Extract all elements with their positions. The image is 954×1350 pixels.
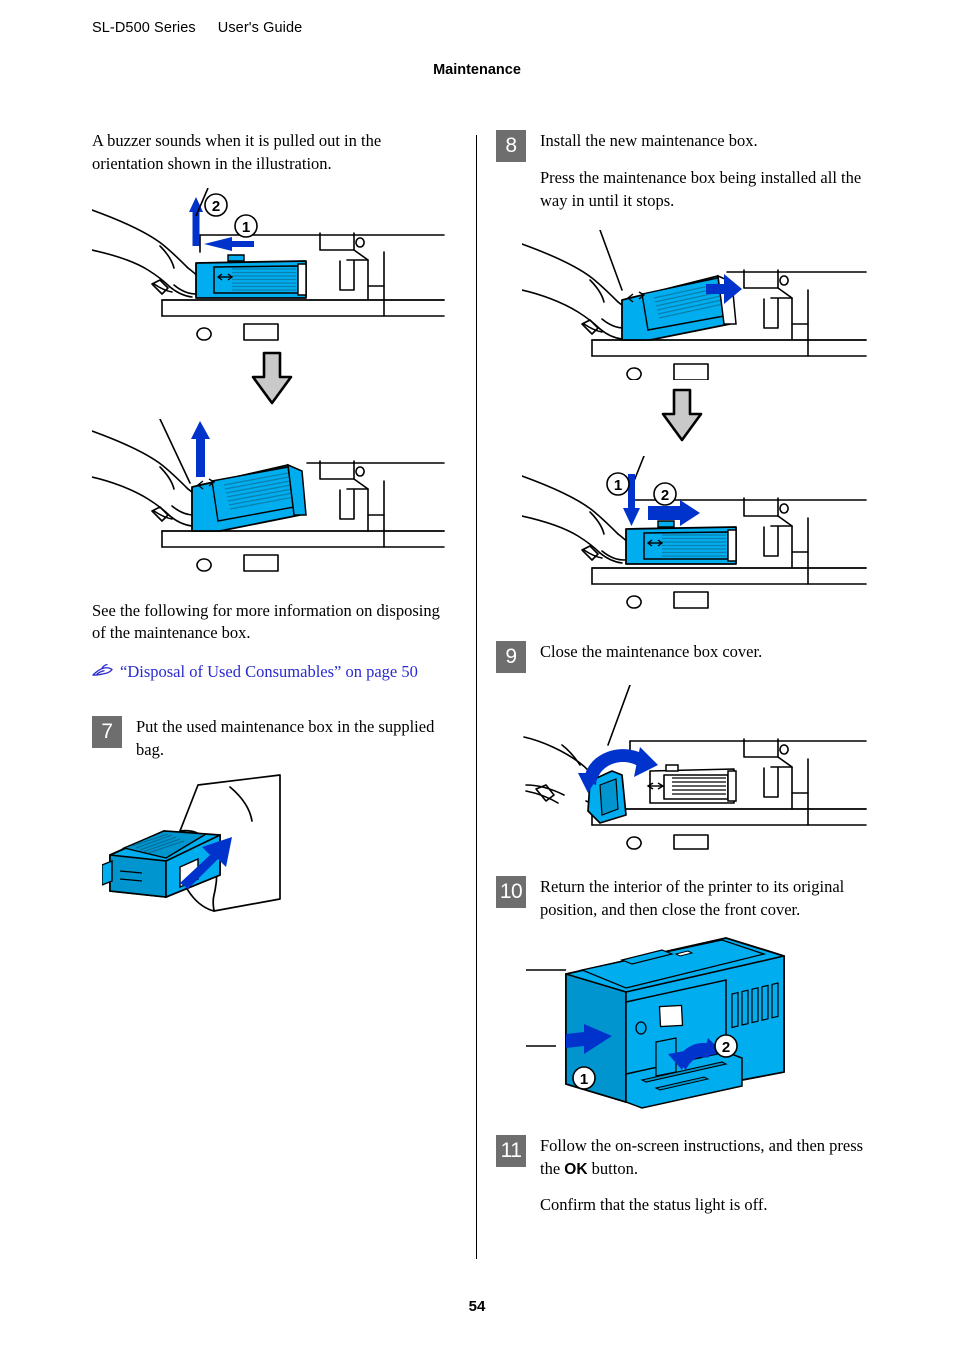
figure-close-maintenance-box-cover	[522, 685, 868, 851]
svg-text:2: 2	[212, 198, 220, 215]
step-11-text-1: Follow the on-screen instructions, and t…	[540, 1135, 868, 1181]
figure-maintenance-box-install-step-b: 1 2	[522, 456, 868, 611]
callout-1: 1	[234, 213, 258, 238]
transition-down-arrow-left	[92, 349, 452, 407]
svg-text:1: 1	[242, 219, 250, 236]
callout-1: 1	[606, 472, 630, 497]
step-7-text: Put the used maintenance box in the supp…	[136, 716, 435, 759]
right-column: 8 Install the new maintenance box. Press…	[496, 130, 868, 1217]
left-column: A buzzer sounds when it is pulled out in…	[92, 130, 452, 938]
svg-text:2: 2	[722, 1039, 730, 1056]
xref-label: “Disposal of Used Consumables” on page 5…	[120, 662, 418, 682]
intro-paragraph: A buzzer sounds when it is pulled out in…	[92, 131, 382, 173]
step-8: 8 Install the new maintenance box. Press…	[496, 130, 868, 212]
column-divider	[476, 135, 477, 1259]
figure-maintenance-box-into-bag	[102, 773, 452, 938]
step-7: 7 Put the used maintenance box in the su…	[92, 715, 452, 762]
callout-2: 2	[204, 192, 228, 217]
figure-maintenance-box-removal-step-b	[92, 418, 452, 574]
step-11-text-2: Confirm that the status light is off.	[540, 1195, 768, 1215]
svg-text:2: 2	[661, 487, 669, 504]
figure-maintenance-box-removal-step-a: 1 2	[92, 187, 452, 343]
callout-2: 2	[653, 482, 677, 507]
document-header: SL-D500 Series User's Guide	[92, 20, 302, 36]
step-11-text-after: button.	[587, 1158, 638, 1178]
callout-2: 2	[714, 1034, 738, 1058]
step-9-text: Close the maintenance box cover.	[540, 642, 763, 662]
step-8-text-1: Install the new maintenance box.	[540, 131, 758, 150]
step-7-number: 7	[92, 715, 122, 748]
pointing-hand-icon	[92, 663, 114, 686]
step-9-number: 9	[496, 641, 526, 674]
step-10-text: Return the interior of the printer to it…	[540, 877, 845, 920]
step-10: 10 Return the interior of the printer to…	[496, 876, 868, 922]
step-11-number: 11	[496, 1134, 526, 1167]
step-8-number: 8	[496, 130, 526, 162]
figure-maintenance-box-install-step-a	[522, 230, 868, 381]
step-9: 9 Close the maintenance box cover.	[496, 641, 868, 674]
step-10-number: 10	[496, 876, 526, 909]
figure-return-printer-interior: 1 2	[526, 934, 868, 1109]
step-11-text-before: Follow the on-screen instructions, and t…	[540, 1135, 864, 1178]
transition-down-arrow-right	[496, 386, 868, 444]
header-series-name: SL-D500 Series	[92, 20, 196, 36]
callout-1: 1	[572, 1066, 596, 1090]
xref-disposal-of-used-consumables[interactable]: “Disposal of Used Consumables” on page 5…	[92, 661, 452, 686]
section-title: Maintenance	[433, 62, 521, 78]
ok-button-label: OK	[564, 1160, 588, 1178]
header-guide-name: User's Guide	[217, 20, 303, 36]
svg-text:1: 1	[614, 477, 622, 494]
svg-text:1: 1	[580, 1071, 588, 1088]
disposal-paragraph: See the following for more information o…	[92, 600, 440, 643]
step-11: 11 Follow the on-screen instructions, an…	[496, 1134, 868, 1217]
step-8-text-2: Press the maintenance box being installe…	[540, 167, 862, 210]
page-number: 54	[468, 1298, 486, 1315]
